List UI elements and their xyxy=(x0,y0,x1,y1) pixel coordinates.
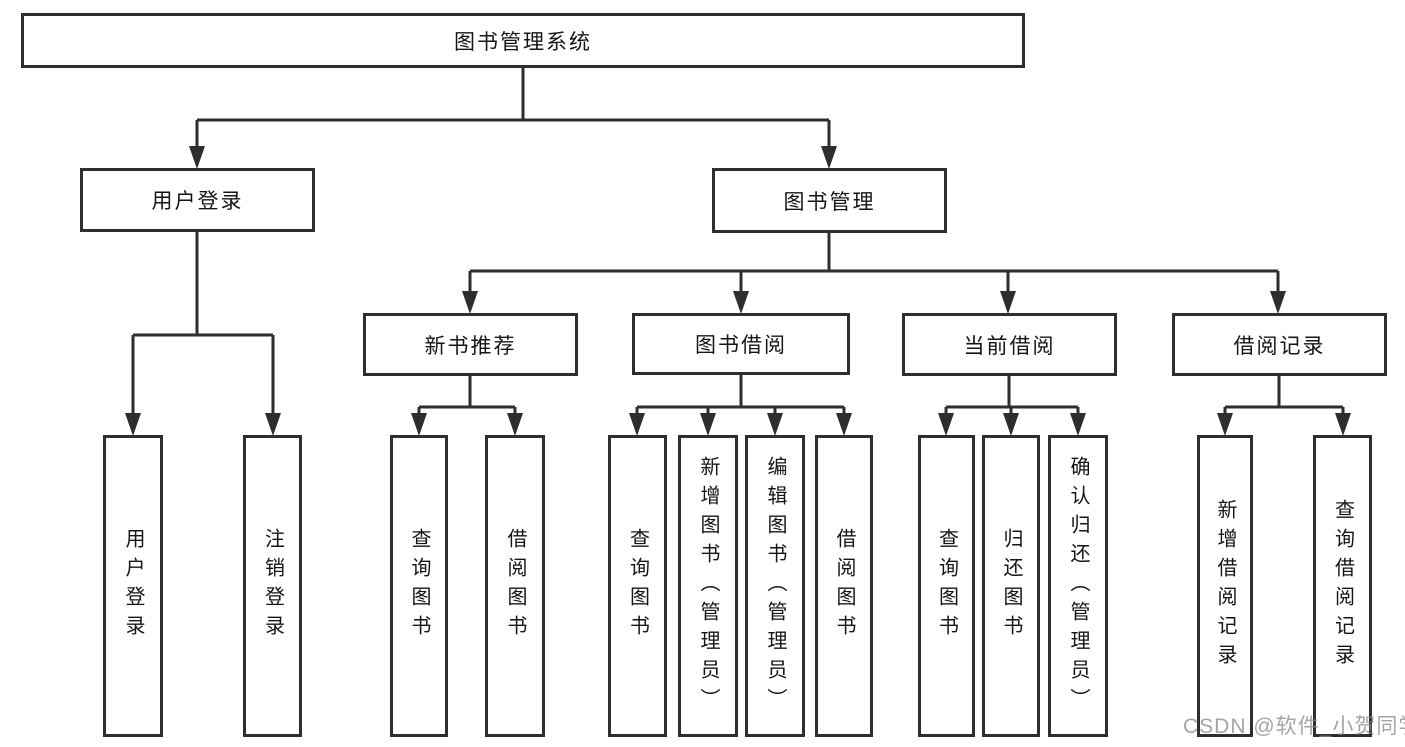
leaf-borrow-books-label: 借阅图书 xyxy=(833,528,855,644)
node-book-management-branch-label: 图书管理 xyxy=(783,190,876,214)
node-new-book-recommend-label: 新书推荐 xyxy=(424,334,517,358)
leaf-add-books-admin: 新增图书（管理员） xyxy=(678,435,738,737)
leaf-return-books-label: 归还图书 xyxy=(1000,528,1022,644)
leaf-confirm-return-admin: 确认归还（管理员） xyxy=(1048,435,1108,737)
node-borrow-records: 借阅记录 xyxy=(1172,313,1387,376)
leaf-query-books-borrow-label: 查询图书 xyxy=(626,528,649,644)
leaf-borrow-books-recommend-label: 借阅图书 xyxy=(504,528,526,644)
leaf-borrow-books: 借阅图书 xyxy=(815,435,873,737)
node-borrow-records-label: 借阅记录 xyxy=(1233,334,1326,358)
leaf-query-borrow-record-label: 查询借阅记录 xyxy=(1331,499,1354,673)
leaf-query-books-recommend-label: 查询图书 xyxy=(408,528,430,644)
leaf-user-login: 用户登录 xyxy=(103,435,163,737)
node-root-label: 图书管理系统 xyxy=(454,30,592,54)
leaf-query-books-borrow: 查询图书 xyxy=(608,435,667,737)
leaf-logout: 注销登录 xyxy=(243,435,302,737)
leaf-borrow-books-recommend: 借阅图书 xyxy=(485,435,545,737)
node-book-borrow-label: 图书借阅 xyxy=(695,334,787,357)
leaf-edit-books-admin: 编辑图书（管理员） xyxy=(745,435,805,737)
node-user-login-branch-label: 用户登录 xyxy=(151,190,244,213)
node-current-borrow-label: 当前借阅 xyxy=(963,334,1056,358)
node-root: 图书管理系统 xyxy=(21,13,1025,68)
leaf-add-books-admin-label: 新增图书（管理员） xyxy=(697,455,719,717)
leaf-query-books-current: 查询图书 xyxy=(918,435,975,737)
leaf-add-borrow-record-label: 新增借阅记录 xyxy=(1214,499,1236,673)
leaf-return-books: 归还图书 xyxy=(982,435,1040,737)
csdn-watermark: CSDN @软件_小贺同学 xyxy=(1183,715,1405,738)
leaf-edit-books-admin-label: 编辑图书（管理员） xyxy=(764,455,786,717)
leaf-query-borrow-record: 查询借阅记录 xyxy=(1313,435,1372,737)
node-current-borrow: 当前借阅 xyxy=(902,313,1117,376)
node-book-management-branch: 图书管理 xyxy=(712,168,947,233)
leaf-confirm-return-admin-label: 确认归还（管理员） xyxy=(1067,455,1089,717)
node-user-login-branch: 用户登录 xyxy=(80,168,315,232)
node-book-borrow: 图书借阅 xyxy=(632,313,850,375)
leaf-user-login-label: 用户登录 xyxy=(122,528,144,644)
leaf-query-books-current-label: 查询图书 xyxy=(935,528,958,644)
node-new-book-recommend: 新书推荐 xyxy=(363,313,578,376)
leaf-query-books-recommend: 查询图书 xyxy=(390,435,448,737)
leaf-add-borrow-record: 新增借阅记录 xyxy=(1197,435,1253,737)
leaf-logout-label: 注销登录 xyxy=(261,528,284,644)
